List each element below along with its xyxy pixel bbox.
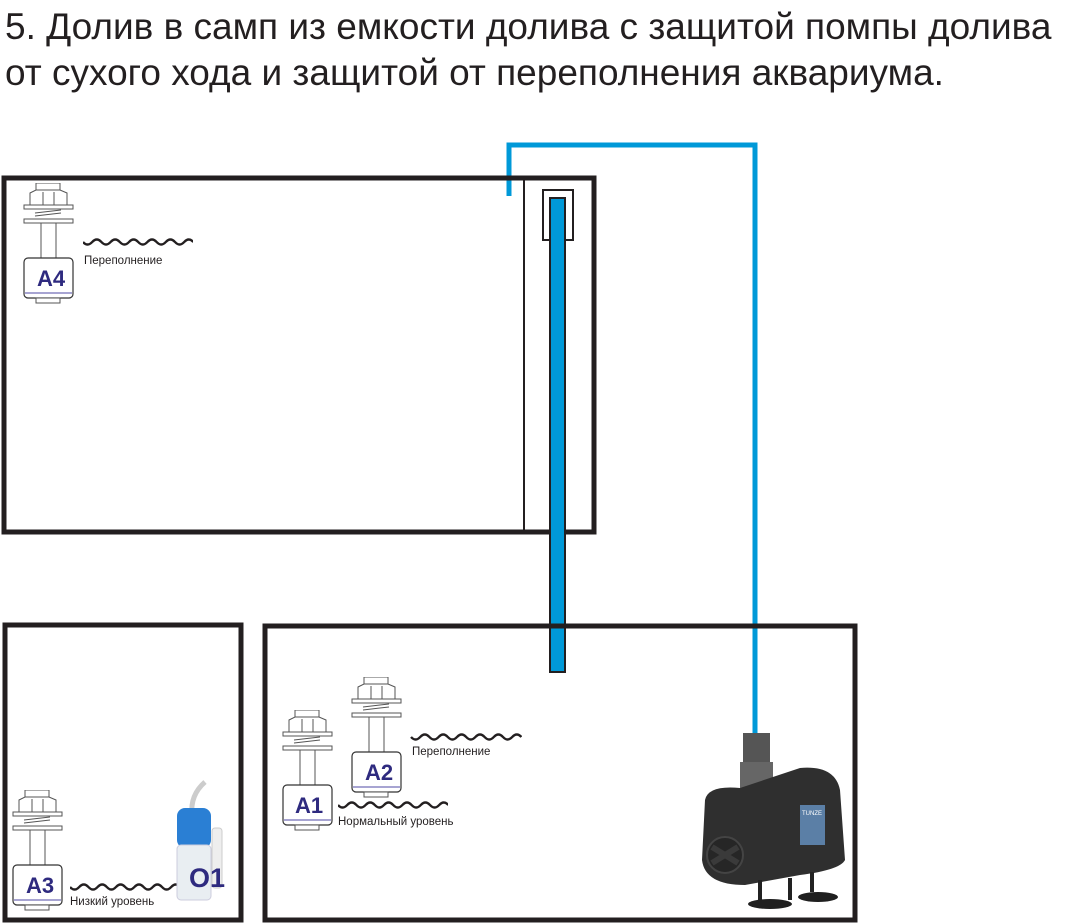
low-level-label: Низкий уровень [70, 896, 154, 908]
water-level-wave [83, 238, 193, 246]
topoff-tank [2, 622, 244, 923]
sump-tank [262, 623, 858, 923]
svg-text:A3: A3 [26, 873, 54, 898]
drain-pipe [549, 197, 566, 673]
topoff-pump-o1: O1 [176, 780, 225, 901]
normal-level-label: Нормальный уровень [338, 816, 453, 828]
diagram-title: 5. Долив в самп из емкости долива с защи… [5, 6, 1052, 93]
return-tube [506, 142, 758, 735]
svg-text:A4: A4 [37, 266, 66, 291]
overflow-label: Переполнение [84, 255, 162, 267]
return-pump: TUNZE [702, 733, 845, 909]
svg-text:TUNZE: TUNZE [802, 811, 822, 817]
float-switch-a2: A2 [351, 677, 402, 798]
float-switch-a1: A1 [282, 710, 333, 831]
svg-text:O1: O1 [189, 863, 225, 893]
water-level-wave [410, 733, 522, 741]
sump-overflow-label: Переполнение [412, 746, 490, 758]
float-switch-a3: A3 [12, 790, 63, 911]
aquarium-tank [1, 175, 597, 535]
svg-text:A2: A2 [365, 760, 393, 785]
svg-text:A1: A1 [295, 793, 323, 818]
float-switch-a4: A4 [23, 183, 74, 304]
water-level-wave [70, 883, 180, 891]
water-level-wave [338, 801, 448, 809]
